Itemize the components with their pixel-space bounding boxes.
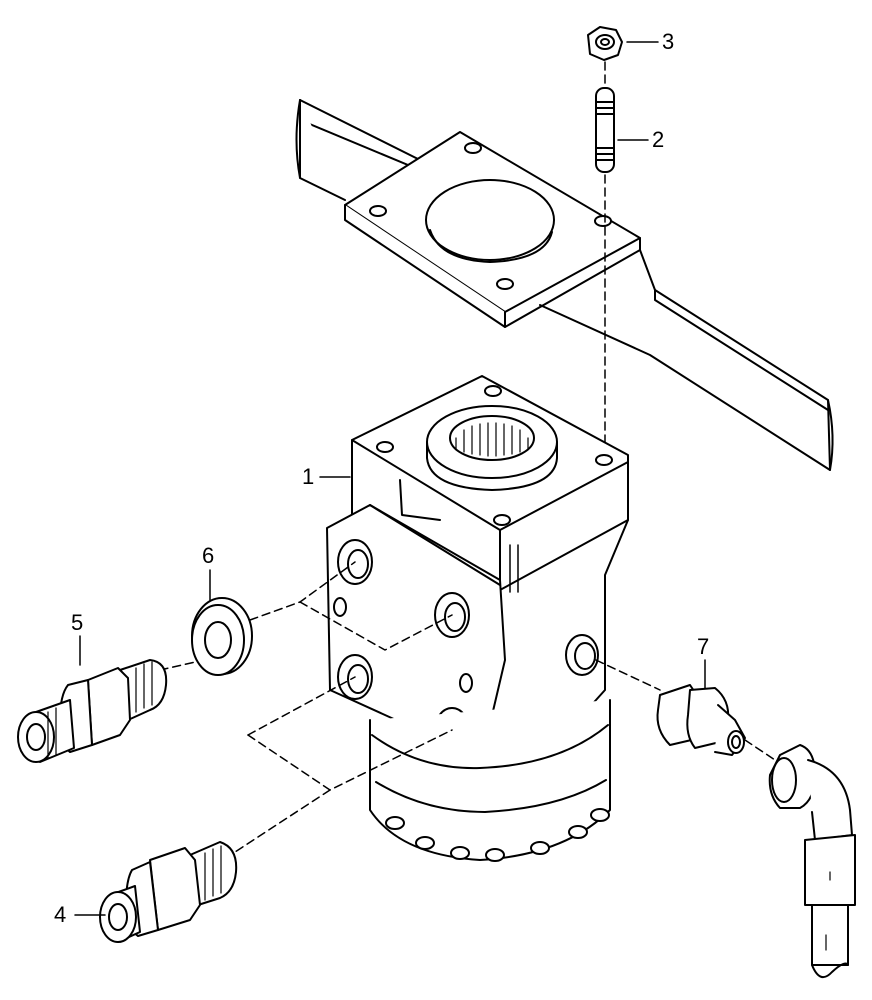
- callout-leaders: [74, 41, 706, 916]
- callout-4: 4: [54, 902, 67, 927]
- hose-elbow-fitting: [768, 744, 856, 979]
- callout-5: 5: [71, 610, 84, 635]
- fitting-part-5: [17, 659, 168, 763]
- callout-1: 1: [302, 464, 315, 489]
- callout-7: 7: [697, 634, 710, 659]
- mounting-bracket: [295, 99, 834, 471]
- steering-valve-part-1: [326, 375, 629, 862]
- fitting-part-7: [656, 684, 746, 756]
- callout-2: 2: [652, 127, 665, 152]
- washer-part-6: [191, 597, 253, 676]
- callout-6: 6: [202, 543, 215, 568]
- nut-part-3: [587, 26, 623, 61]
- stud-part-2: [595, 87, 615, 173]
- callout-3: 3: [662, 29, 675, 54]
- fitting-part-4: [99, 841, 238, 943]
